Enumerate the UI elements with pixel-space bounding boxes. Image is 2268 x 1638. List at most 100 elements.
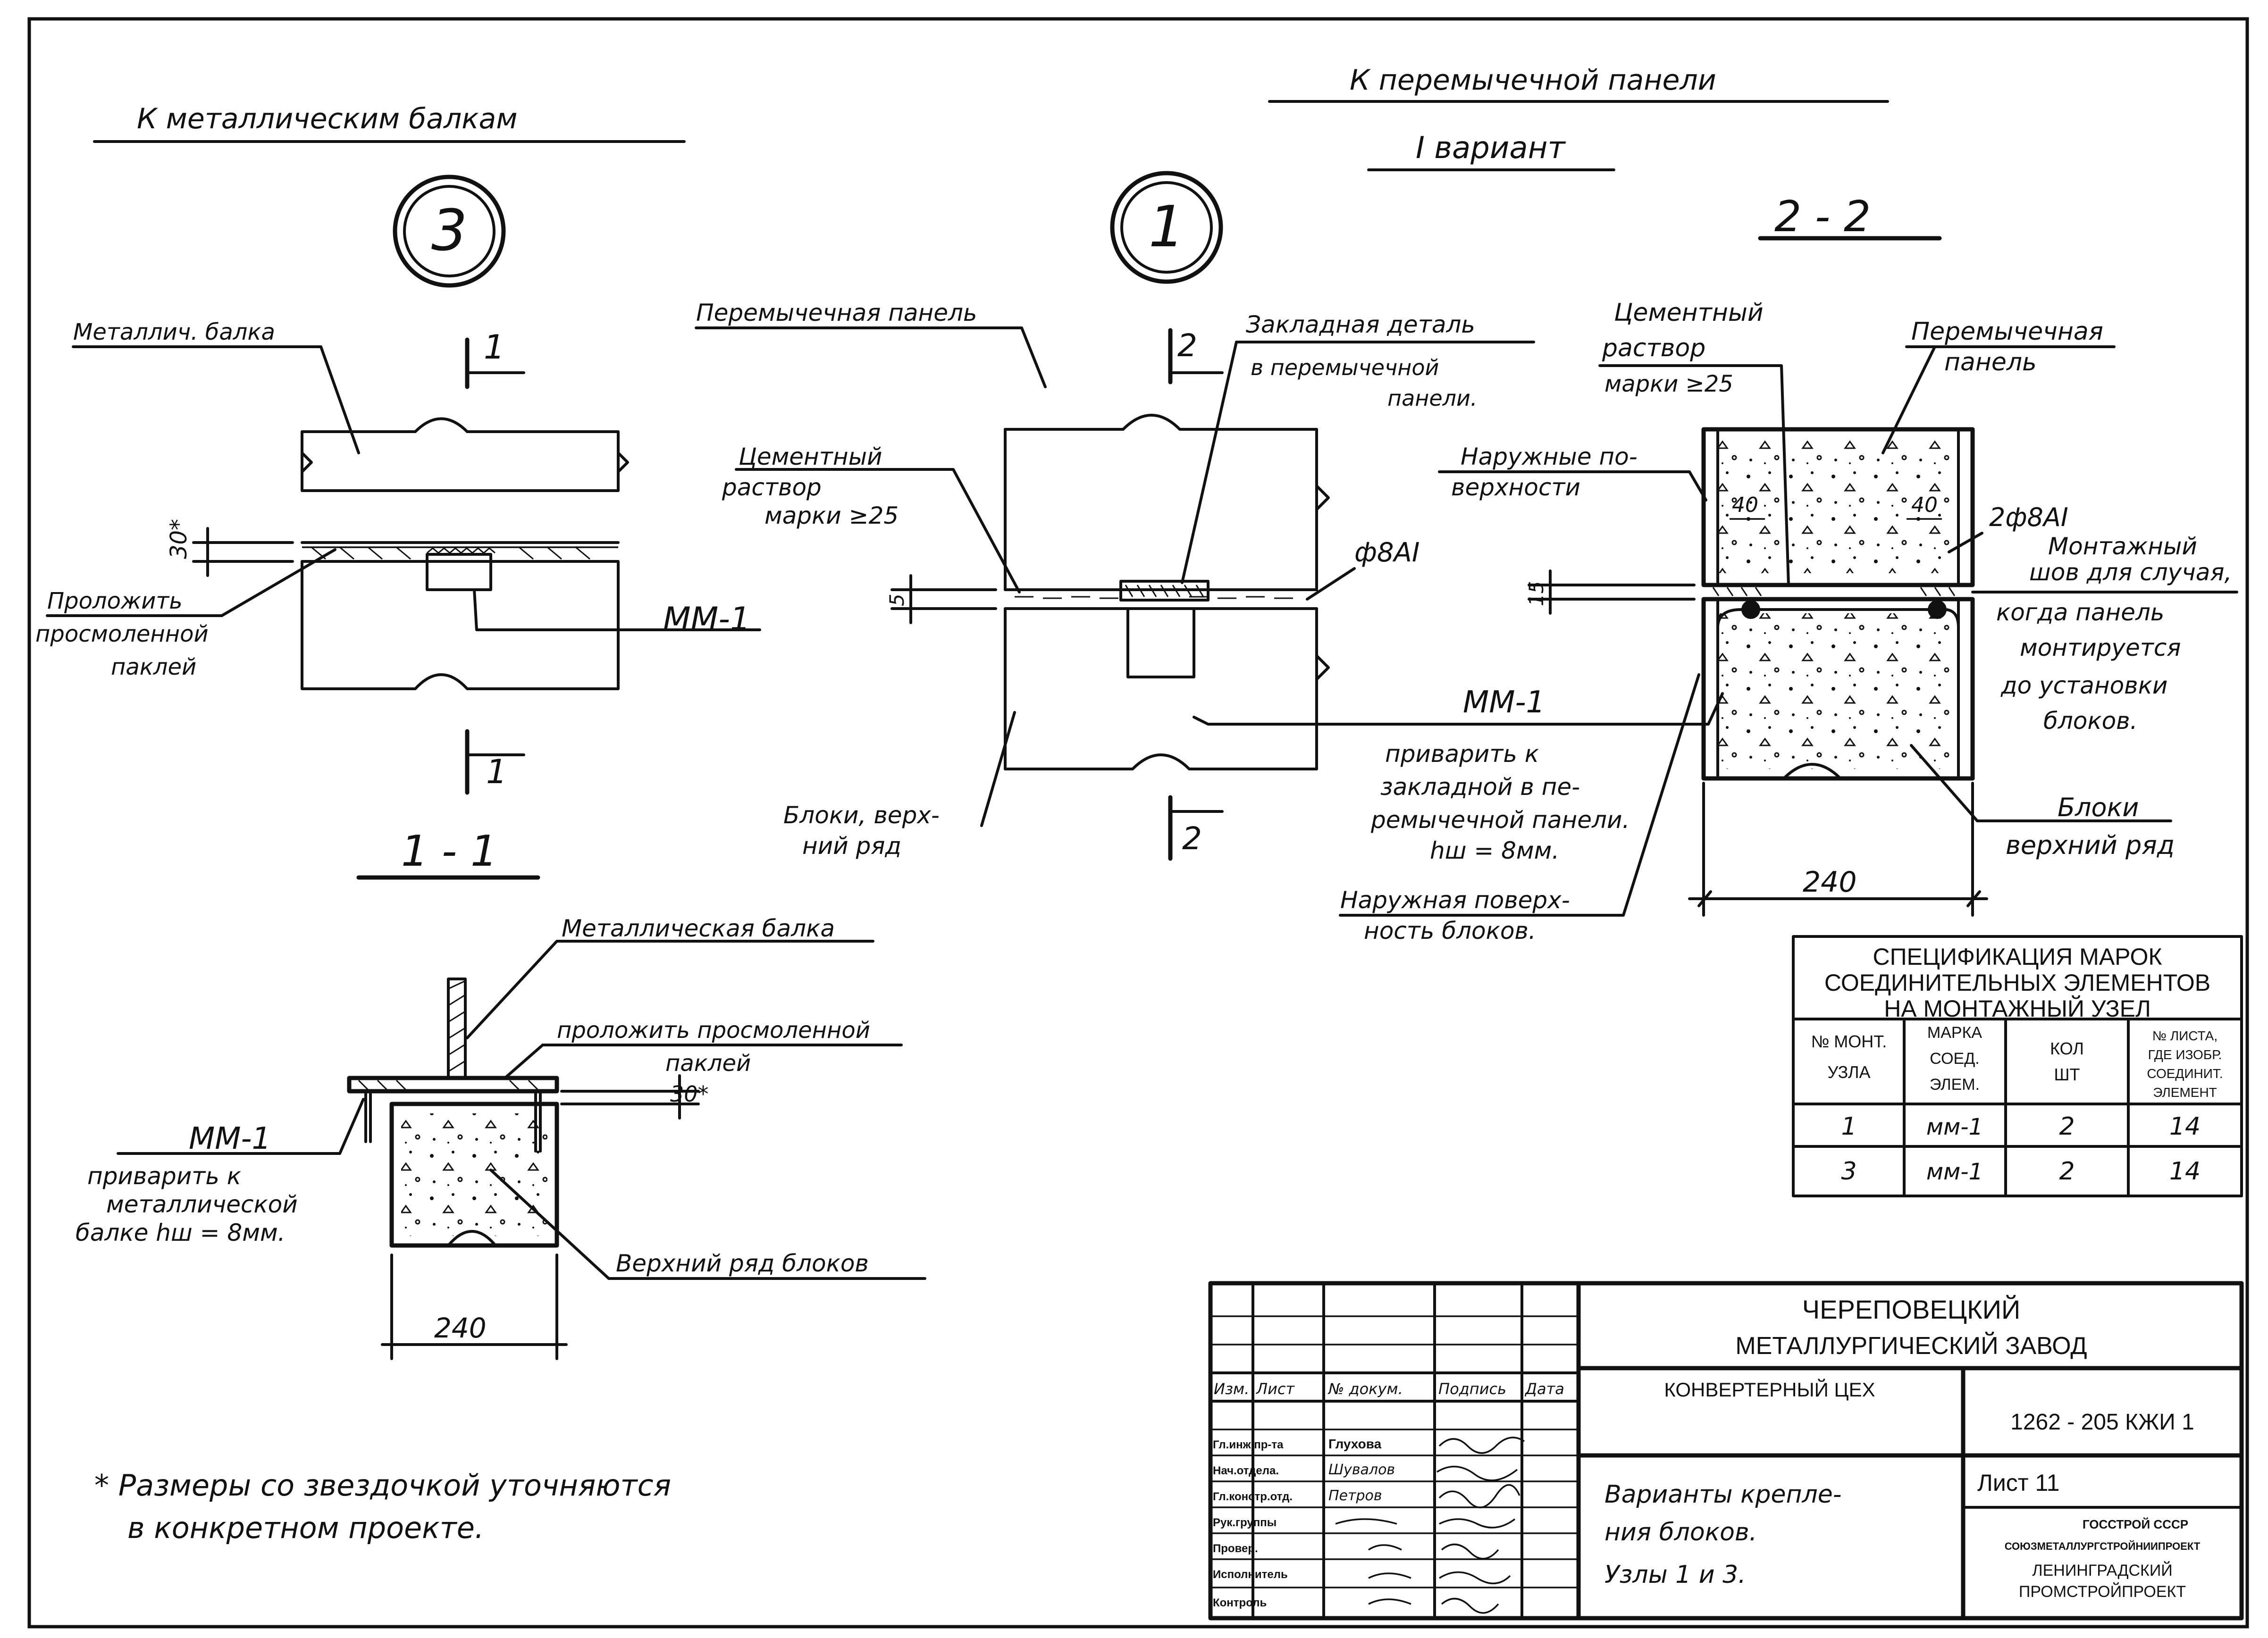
spec-row-2-qty: 2 <box>2059 1157 2075 1186</box>
tb-col-change: Изм. <box>1214 1380 1249 1398</box>
spec-header-mark-2: СОЕД. <box>1930 1050 1979 1068</box>
heading-variant-text: I вариант <box>1416 131 1566 166</box>
tb-name-3: Петров <box>1328 1488 1382 1504</box>
section-2-2-dim-15: 15 <box>1525 581 1548 606</box>
section-2-2-outer-1: Наружные по- <box>1461 443 1638 470</box>
section-2-2-blocks-2: верхний ряд <box>2006 830 2175 860</box>
node-1-blocks-2: ний ряд <box>802 832 901 860</box>
section-1-1-top-row: Верхний ряд блоков <box>616 1250 869 1277</box>
section-2-2-panel-1: Перемычечная <box>1911 318 2103 346</box>
spec-row-1-mark: мм-1 <box>1926 1114 1983 1140</box>
tb-shop: КОНВЕРТЕРНЫЙ ЦЕХ <box>1664 1378 1875 1401</box>
section-2-2-seam-5: до установки <box>2000 672 2167 699</box>
section-2-2-dim-40a: 40 <box>1732 493 1758 517</box>
section-2-2-weld-3: ремычечной панели. <box>1370 806 1630 834</box>
tb-role-4: Рук.группы <box>1213 1516 1277 1529</box>
node-3-lay-1: Проложить <box>47 588 183 614</box>
node-1-cut-bottom: 2 <box>1182 820 1202 857</box>
tb-inst-2: СОЮЗМЕТАЛЛУРГСТРОЙНИИПРОЕКТ <box>2005 1540 2201 1552</box>
spec-title-3: НА МОНТАЖНЫЙ УЗЕЛ <box>1884 995 2151 1022</box>
tb-col-doc: № докум. <box>1327 1380 1403 1398</box>
heading-lintel-panel: К перемычечной панели <box>1268 64 1889 103</box>
section-2-2-dim-40b: 40 <box>1911 493 1938 517</box>
section-2-2-outer-blocks-1: Наружная поверх- <box>1340 886 1570 914</box>
node-1-panel-label: Перемычечная панель <box>696 299 977 326</box>
section-2-2-seam-6: блоков. <box>2043 707 2138 735</box>
tb-role-6: Исполнитель <box>1213 1568 1288 1581</box>
tb-col-sign: Подпись <box>1438 1380 1506 1398</box>
tb-org-2: МЕТАЛЛУРГИЧЕСКИЙ ЗАВОД <box>1735 1332 2087 1360</box>
section-2-2-dim-240: 240 <box>1803 866 1857 899</box>
section-2-2-mm1: ММ-1 <box>1463 685 1545 720</box>
node-1-mortar-1: Цементный <box>739 443 882 470</box>
note-line-2: в конкретном проекте. <box>127 1511 484 1545</box>
section-2-2-weld-2: закладной в пе- <box>1380 773 1580 801</box>
section-2-2-seam-2: шов для случая, <box>2029 559 2232 586</box>
node-3: 3 1 1 30* Металлич. балка Проложить прос… <box>35 175 761 795</box>
node-1-embed-2: в перемычечной <box>1251 355 1439 380</box>
section-2-2-rebar: 2ф8АI <box>1989 502 2068 532</box>
spec-header-sheet-3: СОЕДИНИТ. <box>2147 1066 2223 1081</box>
node-3-cut-bottom: 1 <box>486 752 507 791</box>
tb-inst-3: ЛЕНИНГРАДСКИЙ <box>2032 1562 2172 1580</box>
node-3-cut-top: 1 <box>484 328 505 367</box>
tb-name-2: Шувалов <box>1328 1462 1395 1478</box>
section-1-1-dim-30: 30* <box>670 1081 709 1107</box>
spec-row-1-qty: 2 <box>2059 1112 2075 1141</box>
section-2-2-weld-1: приварить к <box>1385 740 1539 768</box>
heading-metal-beams-text: К металлическим балкам <box>137 102 518 135</box>
spec-header-node-1: № МОНТ. <box>1811 1032 1887 1051</box>
section-1-1-mm1: ММ-1 <box>189 1121 271 1156</box>
section-2-2-mortar-2: раствор <box>1602 334 1705 362</box>
heading-lintel-panel-text: К перемычечной панели <box>1350 64 1716 97</box>
section-2-2-title: 2 - 2 <box>1774 192 1871 242</box>
spec-row-1-sheet: 14 <box>2169 1112 2201 1141</box>
spec-table: СПЕЦИФИКАЦИЯ МАРОК СОЕДИНИТЕЛЬНЫХ ЭЛЕМЕН… <box>1792 935 2243 1197</box>
node-1-mortar-2: раствор <box>722 474 822 501</box>
spec-header-sheet-2: ГДЕ ИЗОБР. <box>2148 1047 2222 1062</box>
spec-row-2-sheet: 14 <box>2169 1157 2201 1186</box>
section-2-2-mortar-1: Цементный <box>1614 299 1764 327</box>
tb-col-date: Дата <box>1524 1380 1564 1398</box>
tb-name-1: Глухова <box>1328 1437 1382 1451</box>
section-1-1-lay-1: проложить просмоленной <box>557 1017 870 1044</box>
tb-inst-4: ПРОМСТРОЙПРОЕКТ <box>2019 1583 2186 1601</box>
node-1-dim-5: 5 <box>885 593 908 606</box>
title-block: Изм. Лист № докум. Подпись Дата Гл.инж.п… <box>1208 1281 2244 1621</box>
node-1: 1 2 2 Перемычечная панель Закладная дета… <box>695 171 1535 861</box>
tb-col-sheet: Лист <box>1256 1380 1295 1398</box>
tb-role-3: Гл.констр.отд. <box>1213 1490 1293 1503</box>
tb-role-1: Гл.инж.пр-та <box>1213 1438 1284 1451</box>
node-3-element-mark: ММ-1 <box>663 601 750 638</box>
section-1-1: 1 - 1 30* 240 Металлическая балка пролож… <box>76 827 926 1360</box>
note-line-1: * Размеры со звездочкой уточняются <box>94 1468 671 1503</box>
tb-code: 1262 - 205 КЖИ 1 <box>2010 1410 2194 1435</box>
node-1-number: 1 <box>1149 194 1184 260</box>
section-1-1-title: 1 - 1 <box>401 827 497 876</box>
tb-drawing-1: Варианты крепле- <box>1604 1480 1841 1509</box>
spec-header-node-2: УЗЛА <box>1827 1062 1870 1082</box>
node-3-number: 3 <box>431 198 467 264</box>
spec-header-qty-1: КОЛ <box>2050 1039 2084 1058</box>
section-2-2: 2 - 2 40 40 Цементный раствор марки ≥25 … <box>1193 192 2238 944</box>
tb-inst-1: ГОССТРОЙ СССР <box>2083 1517 2188 1531</box>
node-3-lay-2: просмоленной <box>35 621 209 647</box>
node-3-dim-30: 30* <box>166 519 192 559</box>
section-1-1-beam-label: Металлическая балка <box>562 915 835 942</box>
tb-role-7: Контроль <box>1213 1596 1267 1609</box>
section-2-2-panel-2: панель <box>1944 348 2037 376</box>
tb-drawing-2: ния блоков. <box>1604 1518 1757 1546</box>
section-1-1-weld-3: балке hш = 8мм. <box>76 1219 286 1246</box>
section-2-2-weld-4: hш = 8мм. <box>1430 837 1559 864</box>
spec-row-2-mark: мм-1 <box>1926 1159 1983 1185</box>
tb-role-2: Нач.отдела. <box>1213 1464 1279 1477</box>
node-1-mortar-3: марки ≥25 <box>764 502 899 529</box>
spec-header-mark-3: ЭЛЕМ. <box>1930 1076 1980 1094</box>
section-2-2-outer-2: верхности <box>1451 474 1580 501</box>
note: * Размеры со звездочкой уточняются в кон… <box>94 1468 671 1545</box>
node-3-lay-3: паклей <box>111 654 196 680</box>
section-2-2-seam-1: Монтажный <box>2048 533 2197 560</box>
section-1-1-weld-2: металлической <box>106 1191 298 1218</box>
spec-row-2-node: 3 <box>1841 1157 1856 1186</box>
